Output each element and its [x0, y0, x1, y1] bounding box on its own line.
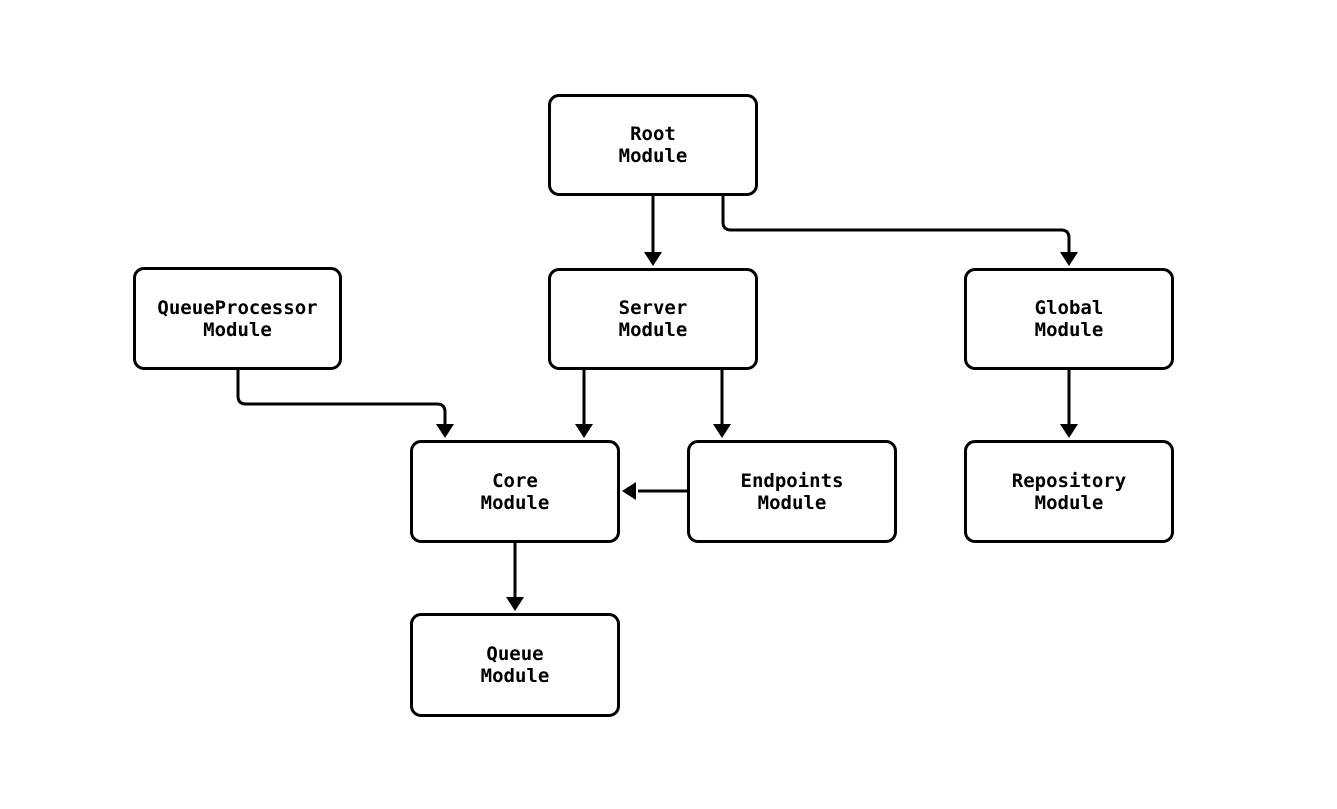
arrowhead-icon-server-to-endpoints [713, 424, 731, 438]
node-label-suffix: Module [757, 491, 827, 514]
arrowhead-icon-queueprocessor-to-core [436, 424, 454, 438]
node-label-suffix: Module [203, 318, 272, 341]
node-label-suffix: Module [618, 319, 688, 341]
arrowhead-icon-root-to-global [1060, 252, 1078, 266]
node-label-name: Global [1034, 297, 1104, 319]
node-label-name: Queue [486, 643, 544, 665]
arrowhead-icon-endpoints-to-core [622, 482, 636, 500]
arrowhead-icon-global-to-repository [1060, 424, 1078, 438]
node-label-suffix: Module [1034, 319, 1104, 341]
node-label-suffix: Module [480, 665, 550, 687]
node-label-suffix: Module [618, 145, 688, 167]
node-label-name: Root [630, 123, 676, 145]
edge-root-to-global [721, 196, 1071, 252]
arrowhead-icon-root-to-server [644, 252, 662, 266]
arrowhead-icon-core-to-queue [506, 597, 524, 611]
node-label-name: Server [618, 297, 688, 319]
node-label-suffix: Module [1034, 491, 1104, 514]
node-label-name: Core [492, 469, 538, 492]
node-label-name: QueueProcessor [157, 296, 318, 319]
node-label-name: Repository [1011, 469, 1127, 492]
arrowhead-icon-server-to-core [575, 424, 593, 438]
node-label-name: Endpoints [740, 469, 844, 492]
edge-queueprocessor-to-core [236, 370, 447, 424]
node-label-suffix: Module [480, 491, 550, 514]
